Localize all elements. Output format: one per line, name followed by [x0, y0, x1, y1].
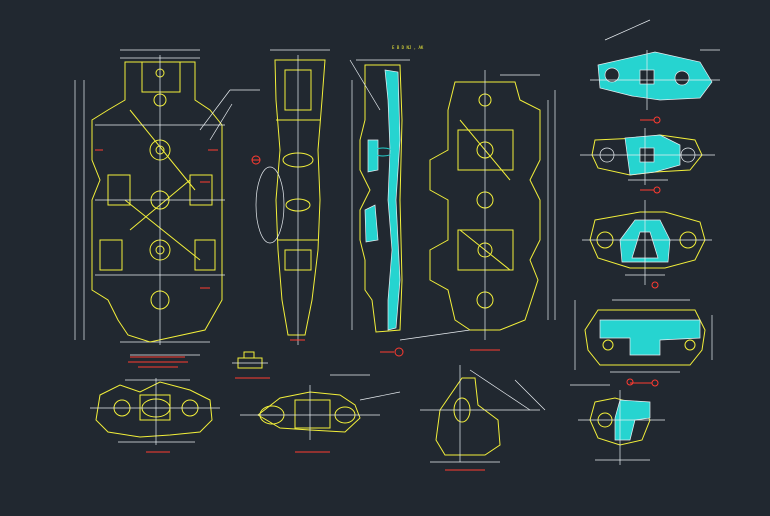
rear-view[interactable] [429, 70, 556, 351]
side-view[interactable] [255, 49, 330, 345]
section-b[interactable] [580, 128, 715, 194]
section-view[interactable] [349, 59, 471, 357]
top-note: E B D NJ , AK [392, 45, 424, 50]
center-detail[interactable] [240, 374, 401, 453]
section-c[interactable] [582, 200, 712, 289]
section-d[interactable] [574, 299, 713, 387]
section-a[interactable] [590, 19, 720, 124]
small-detail[interactable] [232, 351, 270, 379]
front-view[interactable] [74, 49, 261, 368]
bottom-left-view[interactable] [90, 378, 220, 453]
bottom-right-view[interactable] [570, 378, 665, 465]
center-bottom-view[interactable] [420, 365, 546, 471]
